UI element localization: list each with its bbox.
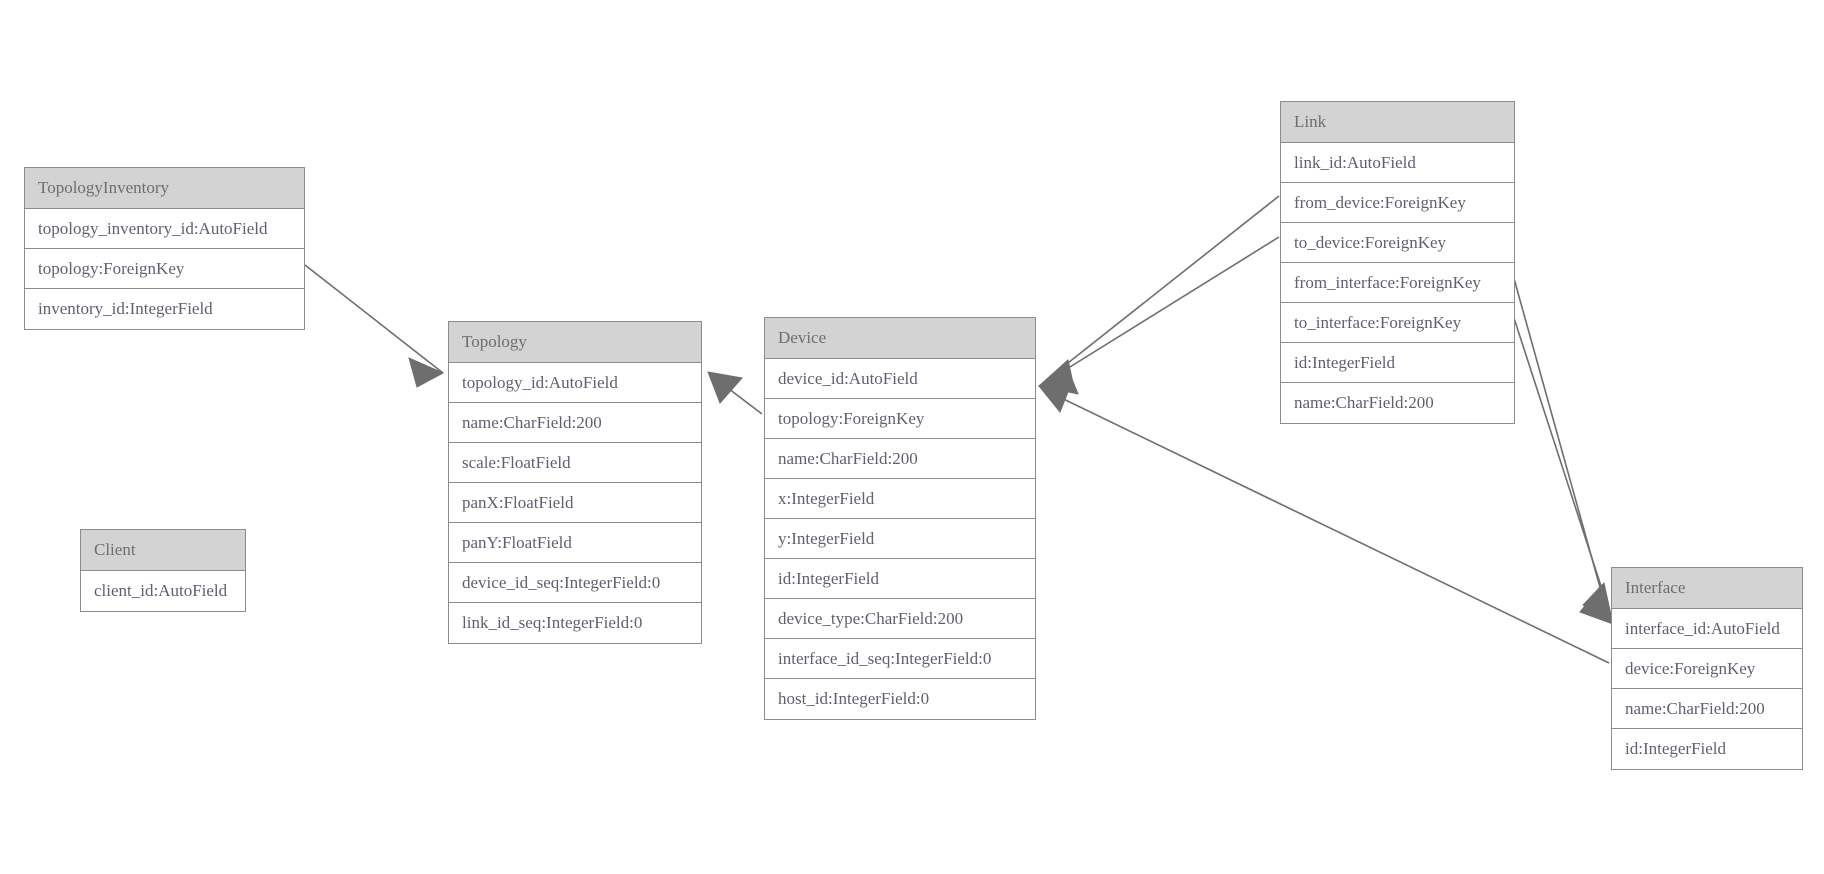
entity-field: device:ForeignKey (1612, 649, 1802, 689)
entity-field: x:IntegerField (765, 479, 1035, 519)
relationship-line (1512, 274, 1609, 617)
entity-field: device_id_seq:IntegerField:0 (449, 563, 701, 603)
entity-field: from_interface:ForeignKey (1281, 263, 1514, 303)
relationship-line (1512, 314, 1613, 621)
entity-field: topology_inventory_id:AutoField (25, 209, 304, 249)
entity-field: to_interface:ForeignKey (1281, 303, 1514, 343)
relationship-device-topology (707, 371, 763, 415)
relationship-arrowhead-icon (1582, 581, 1614, 626)
entity-field: scale:FloatField (449, 443, 701, 483)
entity-field: link_id_seq:IntegerField:0 (449, 603, 701, 643)
entity-field: id:IntegerField (1281, 343, 1514, 383)
entity-title-client: Client (81, 530, 245, 571)
relationship-arrowhead-icon (1037, 359, 1076, 393)
entity-title-topology_inventory: TopologyInventory (25, 168, 304, 209)
relationship-link-to-device (1037, 236, 1280, 395)
entity-field: topology_id:AutoField (449, 363, 701, 403)
entity-field: from_device:ForeignKey (1281, 183, 1514, 223)
relationship-line (1048, 236, 1280, 381)
entity-field: id:IntegerField (1612, 729, 1802, 769)
entity-field: device_id:AutoField (765, 359, 1035, 399)
relationship-link-to-interface (1512, 314, 1614, 626)
entity-field: name:CharField:200 (1612, 689, 1802, 729)
entity-field: interface_id_seq:IntegerField:0 (765, 639, 1035, 679)
entity-field: name:CharField:200 (765, 439, 1035, 479)
entity-field: device_type:CharField:200 (765, 599, 1035, 639)
entity-field: topology:ForeignKey (765, 399, 1035, 439)
entity-field: id:IntegerField (765, 559, 1035, 599)
relationship-link-from-device (1037, 195, 1280, 393)
entity-title-link: Link (1281, 102, 1514, 143)
entity-field: topology:ForeignKey (25, 249, 304, 289)
relationship-arrowhead-icon (408, 357, 445, 388)
entity-title-device: Device (765, 318, 1035, 359)
entity-title-interface: Interface (1612, 568, 1802, 609)
relationship-line (1048, 391, 1610, 664)
entity-field: interface_id:AutoField (1612, 609, 1802, 649)
relationship-topologyinventory-topology (304, 264, 445, 388)
entity-field: panY:FloatField (449, 523, 701, 563)
entity-field: host_id:IntegerField:0 (765, 679, 1035, 719)
relationship-line (304, 264, 444, 374)
relationship-link-from-interface (1512, 274, 1614, 625)
entity-title-topology: Topology (449, 322, 701, 363)
relationship-line (715, 378, 763, 415)
relationship-line (1048, 195, 1280, 379)
entity-field: name:CharField:200 (1281, 383, 1514, 423)
relationship-arrowhead-icon (707, 371, 743, 404)
relationship-arrowhead-icon (1579, 587, 1614, 625)
entity-field: inventory_id:IntegerField (25, 289, 304, 329)
relationship-arrowhead-icon (1037, 363, 1079, 395)
entity-field: panX:FloatField (449, 483, 701, 523)
relationship-interface-device (1038, 381, 1610, 664)
entity-field: y:IntegerField (765, 519, 1035, 559)
relationship-arrowhead-icon (1038, 381, 1073, 413)
entity-field: client_id:AutoField (81, 571, 245, 611)
entity-field: link_id:AutoField (1281, 143, 1514, 183)
entity-field: name:CharField:200 (449, 403, 701, 443)
entity-field: to_device:ForeignKey (1281, 223, 1514, 263)
